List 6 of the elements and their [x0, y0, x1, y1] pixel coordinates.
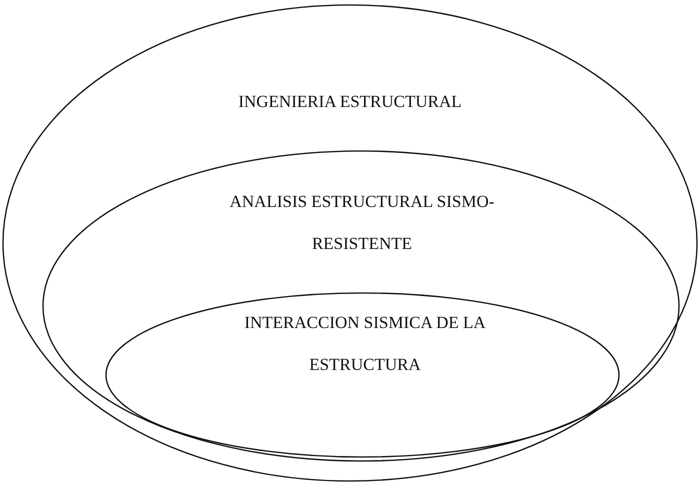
ellipse-region	[2, 4, 698, 482]
region-label: INTERACCION SISMICA DE LA ESTRUCTURA	[243, 312, 487, 376]
ellipse-region	[42, 150, 680, 462]
region-label: ANALISIS ESTRUCTURAL SISMO-RESISTENTE	[228, 191, 496, 255]
region-label: INGENIERIA ESTRUCTURAL	[237, 91, 463, 113]
ellipse-region	[105, 292, 620, 458]
